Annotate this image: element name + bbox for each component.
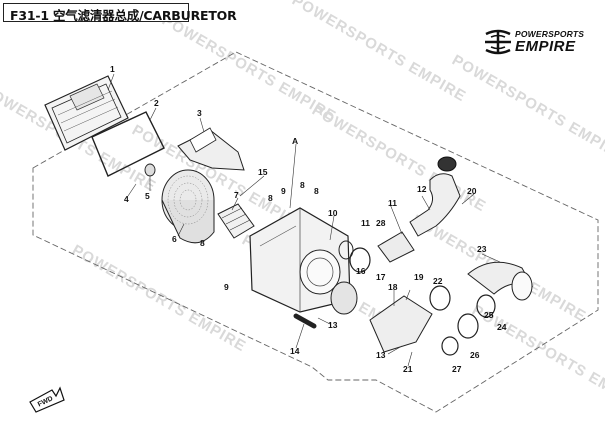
- outlet-duct-part: [467, 261, 534, 301]
- callout-10: 10: [328, 208, 338, 218]
- intake-boot-part: [377, 231, 415, 263]
- callout-8: 8: [314, 186, 319, 196]
- page-title: F31-1 空气滤清器总成/CARBURETOR: [10, 8, 237, 23]
- snorkel-tube-part: [409, 156, 461, 237]
- callout-8: 8: [268, 193, 273, 203]
- callout-14: 14: [290, 346, 300, 356]
- drain-tube-part: [293, 313, 317, 329]
- callout-22: 22: [433, 276, 443, 286]
- cover-bracket-part: [177, 127, 245, 171]
- clamp-ring-part: [429, 285, 451, 311]
- callout-13: 13: [328, 320, 338, 330]
- callout-19: 19: [414, 272, 424, 282]
- callout-2: 2: [154, 98, 159, 108]
- callout-9: 9: [281, 186, 286, 196]
- brand-mark-icon: [485, 29, 511, 55]
- clamp-ring-part: [476, 294, 496, 318]
- callout-13: 13: [376, 350, 386, 360]
- callout-8: 8: [200, 238, 205, 248]
- callout-11: 11: [388, 198, 397, 208]
- callout-3: 3: [197, 108, 202, 118]
- filter-element-part: [161, 169, 215, 244]
- callout-5: 5: [145, 191, 150, 201]
- assembly-boundary: [32, 51, 599, 413]
- callout-9: 9: [224, 282, 229, 292]
- brand-bottom-text: EMPIRE: [515, 38, 576, 55]
- callout-4: 4: [124, 194, 129, 204]
- leader-lines: [107, 73, 501, 367]
- callout-7: 7: [234, 190, 239, 200]
- callout-28: 28: [376, 218, 386, 228]
- filter-cover-part: [44, 75, 129, 151]
- callout-18: 18: [388, 282, 398, 292]
- callout-8: 8: [300, 180, 305, 190]
- callout-26: 26: [470, 350, 480, 360]
- callout-16: 16: [356, 266, 366, 276]
- clamp-ring-part: [338, 240, 354, 260]
- brand-logo: POWERSPORTS EMPIRE: [483, 26, 601, 60]
- callout-24: 24: [497, 322, 507, 332]
- callout-21: 21: [403, 364, 413, 374]
- callout-17: 17: [376, 272, 386, 282]
- callout-12: 12: [417, 184, 427, 194]
- callout-27: 27: [452, 364, 462, 374]
- callout-A: A: [292, 136, 299, 146]
- clamp-ring-part: [349, 247, 371, 273]
- filter-cage-part: [217, 203, 255, 239]
- callout-20: 20: [467, 186, 477, 196]
- callout-23: 23: [477, 244, 487, 254]
- callout-1: 1: [110, 64, 115, 74]
- nut-part: [144, 163, 156, 177]
- clamp-ring-part: [457, 313, 479, 339]
- intake-elbow-part: [369, 295, 433, 353]
- callout-25: 25: [484, 310, 494, 320]
- callout-6: 6: [172, 234, 177, 244]
- cover-gasket-part: [91, 111, 165, 177]
- callout-11: 11: [361, 218, 370, 228]
- clamp-ring-part: [441, 336, 459, 356]
- title-box: F31-1 空气滤清器总成/CARBURETOR: [3, 3, 237, 23]
- callout-15: 15: [258, 167, 268, 177]
- fwd-arrow-icon: FWD: [29, 386, 65, 413]
- mesh-screen-part: [330, 281, 358, 315]
- brand-top-text: POWERSPORTS: [515, 29, 585, 39]
